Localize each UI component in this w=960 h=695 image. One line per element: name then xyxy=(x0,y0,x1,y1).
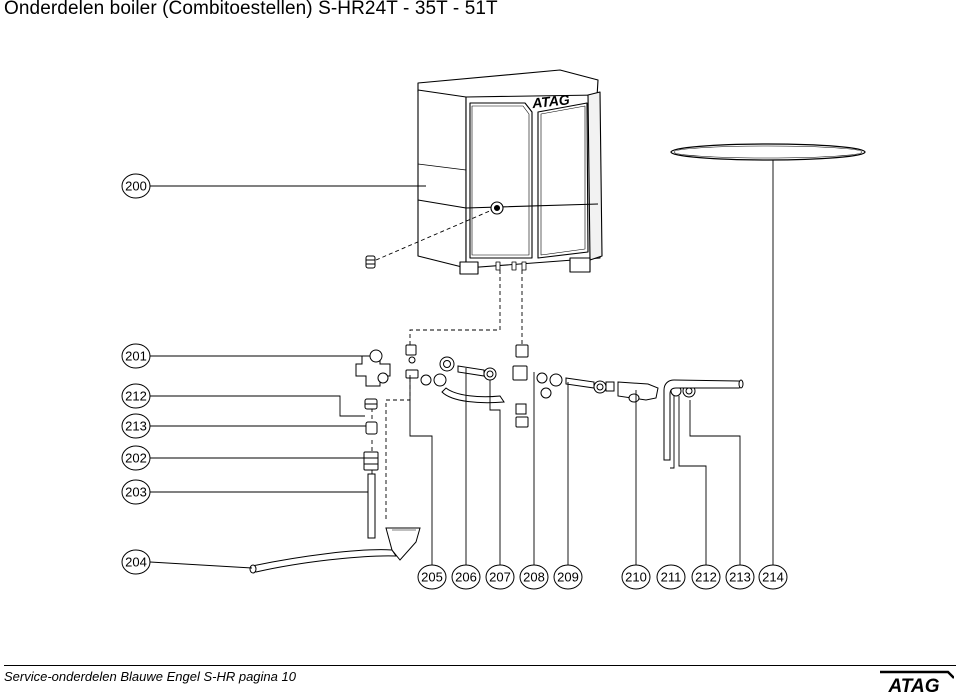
leader-lines xyxy=(149,160,774,569)
svg-text:206: 206 xyxy=(455,570,477,585)
callout-207: 207 xyxy=(485,564,515,590)
svg-text:201: 201 xyxy=(125,349,147,364)
callout-210: 210 xyxy=(621,564,651,590)
callout-209: 209 xyxy=(553,564,583,590)
callout-204: 204 xyxy=(121,549,151,575)
exploded-parts-diagram: ATAG xyxy=(121,69,866,590)
fittings-left xyxy=(355,349,391,539)
svg-text:212: 212 xyxy=(695,570,717,585)
svg-text:205: 205 xyxy=(421,570,443,585)
callout-213-bottom: 213 xyxy=(725,564,755,590)
callout-202: 202 xyxy=(121,445,151,471)
svg-text:211: 211 xyxy=(661,570,682,585)
ring-gasket xyxy=(670,143,866,161)
part-knob xyxy=(365,255,376,269)
svg-text:213: 213 xyxy=(729,570,751,585)
fittings-center xyxy=(405,344,744,461)
callout-212-left: 212 xyxy=(121,383,151,409)
callouts-bottom: 205 206 207 208 209 210 211 212 xyxy=(417,564,788,590)
page-title: Onderdelen boiler (Combitoestellen) S-HR… xyxy=(4,0,498,19)
callout-211: 211 xyxy=(656,564,686,590)
svg-text:213: 213 xyxy=(125,419,147,434)
callout-201: 201 xyxy=(121,343,151,369)
brand-logo: ATAG xyxy=(880,670,954,694)
callout-206: 206 xyxy=(451,564,481,590)
footer-text: Service-onderdelen Blauwe Engel S-HR pag… xyxy=(4,669,296,684)
svg-text:200: 200 xyxy=(125,179,147,194)
callouts-left: 200 201 212 213 202 203 204 xyxy=(121,173,151,575)
svg-text:202: 202 xyxy=(125,451,147,466)
callout-208: 208 xyxy=(519,564,549,590)
svg-text:203: 203 xyxy=(125,485,147,500)
callout-205: 205 xyxy=(417,564,447,590)
svg-text:212: 212 xyxy=(125,389,147,404)
callout-203: 203 xyxy=(121,479,151,505)
brand-logo-text: ATAG xyxy=(887,676,939,694)
svg-text:208: 208 xyxy=(523,570,545,585)
part-drain xyxy=(249,527,421,574)
svg-text:209: 209 xyxy=(557,570,579,585)
callout-214: 214 xyxy=(758,564,788,590)
svg-text:214: 214 xyxy=(762,570,784,585)
boiler-cabinet xyxy=(417,69,603,275)
callout-213-left: 213 xyxy=(121,413,151,439)
svg-text:204: 204 xyxy=(125,555,147,570)
callout-212-bottom: 212 xyxy=(691,564,721,590)
svg-text:210: 210 xyxy=(625,570,647,585)
footer-divider xyxy=(4,665,956,666)
callout-200: 200 xyxy=(121,173,151,199)
svg-text:207: 207 xyxy=(489,570,511,585)
cabinet-logo: ATAG xyxy=(530,91,570,111)
